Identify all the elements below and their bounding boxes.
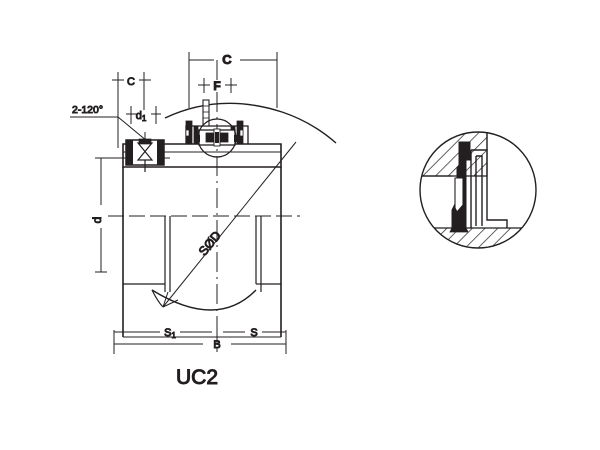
dimension-d1: [126, 106, 161, 124]
bearing-insert-assembly: [185, 99, 249, 158]
inner-ring-block: [198, 128, 236, 147]
leader-angle-note: [70, 116, 148, 142]
set-screw-vertical: [202, 99, 210, 127]
spherical-outer-arc-top: [164, 102, 337, 144]
part-name-title: UC2: [176, 366, 218, 389]
label-c-left: C: [127, 76, 135, 88]
inner-ring-step-profile: [470, 149, 508, 228]
setscrew-collar-left: [125, 132, 165, 172]
dimension-d-vertical: [95, 157, 170, 273]
label-c-top: C: [222, 52, 232, 67]
label-s1: S1: [164, 327, 176, 340]
seal-detail-circle: [419, 131, 537, 249]
bore-lines-right: [255, 216, 281, 292]
screw-head: [138, 138, 152, 145]
dimension-s1-s: [113, 326, 287, 354]
dimension-c-top: [188, 52, 278, 108]
dimension-b: [113, 338, 287, 352]
main-section-view: C F C d1 2: [70, 52, 337, 390]
outer-ring-body: [122, 167, 282, 338]
retainer-right: [234, 135, 239, 142]
extension-lines-upper-left: [117, 72, 145, 148]
label-d1: d1: [136, 110, 147, 123]
retainer-left: [195, 135, 200, 142]
leader-bore-diameter: [162, 141, 297, 308]
label-angle-note: 2-120°: [72, 104, 103, 116]
label-b: B: [213, 339, 220, 351]
label-d-vertical: d: [90, 217, 104, 224]
label-bore-diameter: SØD: [196, 229, 224, 259]
arc-lower-left: [151, 289, 164, 308]
seal-groove: [454, 177, 464, 213]
label-s: S: [250, 327, 257, 339]
bore-lines-left: [123, 216, 171, 292]
detail-circle-boundary: [419, 131, 537, 249]
dimension-f: [198, 78, 237, 93]
